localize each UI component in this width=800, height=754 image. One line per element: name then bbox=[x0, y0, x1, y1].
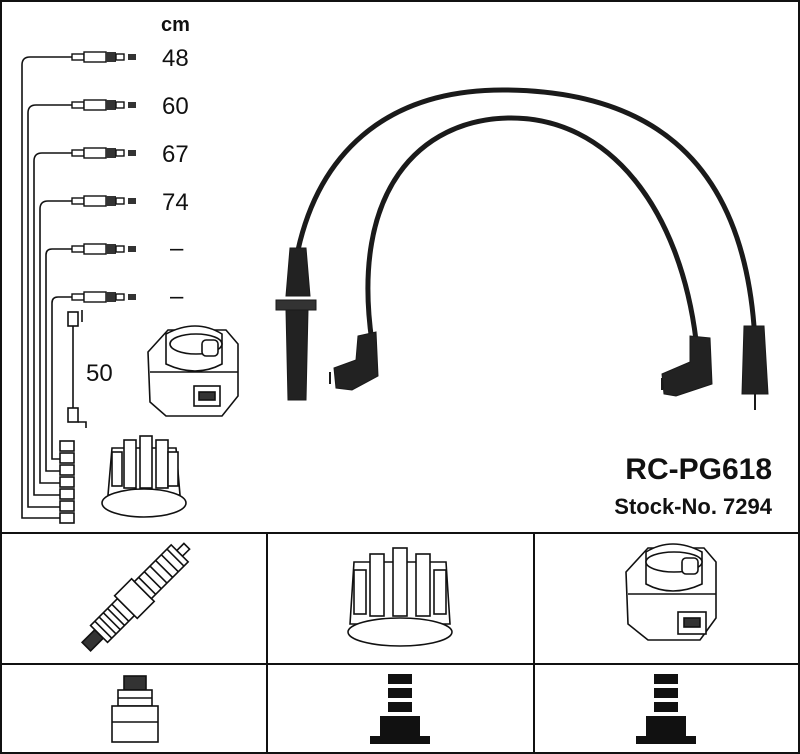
lead-length-6: – bbox=[170, 283, 184, 310]
lead-length-5: – bbox=[170, 235, 184, 262]
coil-lead-length: 50 bbox=[86, 360, 113, 387]
lead-terminal-5 bbox=[71, 243, 136, 255]
lead-terminal-1 bbox=[71, 51, 136, 63]
ignition-coil-icon bbox=[625, 543, 717, 641]
plug-connector-icon bbox=[111, 675, 159, 743]
lead-length-1: 48 bbox=[162, 45, 189, 72]
unit-label: cm bbox=[161, 14, 190, 36]
lead-length-3: 67 bbox=[162, 141, 189, 168]
small-distributor-cap-icon bbox=[59, 435, 187, 524]
lead-terminal-4 bbox=[71, 195, 136, 207]
coil-connector-icon bbox=[636, 674, 696, 744]
spark-plug-icon bbox=[80, 542, 191, 653]
lead-length-4: 74 bbox=[162, 189, 189, 216]
ignition-cable-1 bbox=[275, 87, 769, 410]
cap-connector-icon bbox=[370, 674, 430, 744]
coil-lead-icon bbox=[67, 310, 87, 428]
ignition-cable-2 bbox=[329, 115, 713, 397]
lead-overview-lines bbox=[21, 56, 72, 519]
lead-terminal-2 bbox=[71, 99, 136, 111]
distributor-cap-icon bbox=[347, 547, 453, 647]
lead-terminal-6 bbox=[71, 291, 136, 303]
product-code: RC-PG618 bbox=[625, 453, 772, 486]
lead-length-2: 60 bbox=[162, 93, 189, 120]
small-ignition-coil-icon bbox=[147, 325, 239, 417]
lead-terminal-3 bbox=[71, 147, 136, 159]
stock-number: Stock-No. 7294 bbox=[614, 494, 772, 519]
